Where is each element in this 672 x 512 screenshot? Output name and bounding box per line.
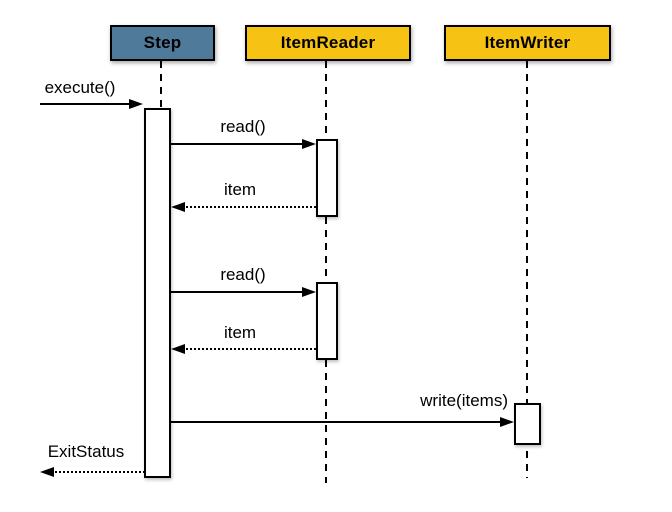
arrowhead-right-icon: [302, 287, 316, 297]
lifeline-itemreader: [325, 61, 327, 483]
message-line-execute: [40, 103, 130, 105]
arrowhead-left-icon: [40, 467, 54, 477]
activation-bar-step: [144, 108, 171, 478]
message-line-item-1: [183, 206, 316, 208]
arrowhead-left-icon: [171, 344, 185, 354]
lifeline-itemwriter: [526, 61, 528, 478]
lifeline-head-step: Step: [110, 25, 215, 61]
message-line-exitstatus: [52, 471, 145, 473]
message-line-read-1: [171, 143, 303, 145]
message-label-item-2: item: [223, 323, 257, 342]
message-line-write-items: [171, 421, 501, 423]
message-label-execute: execute(): [44, 78, 116, 97]
message-line-item-2: [183, 348, 316, 350]
message-label-exitstatus: ExitStatus: [47, 442, 125, 461]
lifeline-step: [160, 61, 162, 109]
arrowhead-right-icon: [500, 417, 514, 427]
activation-bar-itemreader-2: [316, 282, 338, 360]
message-line-read-2: [171, 291, 303, 293]
arrowhead-right-icon: [129, 99, 143, 109]
message-label-item-1: item: [223, 180, 257, 199]
message-label-read-1: read(): [220, 117, 266, 136]
activation-bar-itemreader-1: [316, 139, 338, 217]
lifeline-head-itemwriter: ItemWriter: [444, 25, 611, 61]
activation-bar-itemwriter: [514, 403, 541, 445]
arrowhead-right-icon: [302, 139, 316, 149]
arrowhead-left-icon: [171, 202, 185, 212]
lifeline-head-itemreader: ItemReader: [245, 25, 411, 61]
message-label-write-items: write(items): [420, 391, 508, 410]
message-label-read-2: read(): [220, 265, 266, 284]
